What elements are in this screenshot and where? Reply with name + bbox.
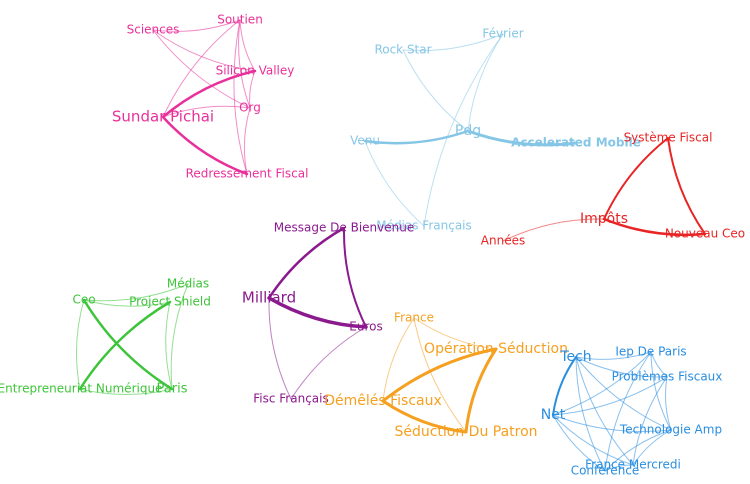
edge-soutien-redressement_fiscal (233, 19, 248, 175)
edge-ceo-medias (83, 283, 189, 302)
node-label-fisc-francais[interactable]: Fisc Français (253, 392, 329, 406)
edge-operation_seduction-demeles_fiscaux (381, 347, 498, 403)
edge-soutien-org (238, 19, 251, 109)
edge-silicon_valley-org (249, 70, 256, 109)
node-label-systeme-fiscal[interactable]: Système Fiscal (624, 131, 713, 145)
edge-sciences-org (152, 29, 251, 109)
edge-soutien-silicon_valley (239, 19, 256, 72)
node-label-impots[interactable]: Impôts (580, 211, 628, 227)
edge-org-redressement_fiscal (243, 107, 251, 175)
node-label-message-bienvenue[interactable]: Message De Bienvenue (274, 221, 414, 235)
node-label-accelerated-mobile[interactable]: Accelerated Mobile (511, 136, 641, 150)
edge-net-problemes_fiscaux (552, 376, 668, 416)
node-label-pdg[interactable]: Pdg (455, 123, 481, 139)
edge-operation_seduction-seduction_patron (464, 347, 498, 434)
node-label-seduction-patron[interactable]: Séduction Du Patron (394, 424, 537, 440)
node-label-sundar-pichai[interactable]: Sundar Pichai (112, 108, 214, 126)
node-label-iep-paris[interactable]: Iep De Paris (615, 345, 686, 359)
node-label-silicon-valley[interactable]: Silicon Valley (216, 64, 295, 78)
node-label-medias[interactable]: Médias (167, 277, 209, 291)
node-label-sciences[interactable]: Sciences (127, 23, 180, 37)
edge-euros-fisc_francais (290, 326, 367, 400)
edge-org-sundar_pichai (162, 105, 251, 118)
edge-ceo-paris (82, 298, 174, 391)
edge-tech-technologie_amp (575, 356, 672, 431)
edge-net-france_mercredi (552, 414, 634, 466)
edge-fevrier-medias_francais (423, 33, 504, 227)
node-label-conference[interactable]: Conference (571, 464, 640, 478)
edge-pdg-accelerated_mobile (466, 129, 578, 147)
node-label-ceo[interactable]: Ceo (72, 293, 95, 307)
edge-tech-net (552, 356, 577, 416)
node-label-euros[interactable]: Euros (349, 320, 382, 334)
node-label-net[interactable]: Net (541, 407, 566, 423)
edge-fevrier-pdg (467, 33, 504, 132)
edge-france-operation_seduction (413, 317, 497, 350)
edge-technologie_amp-conference (604, 429, 672, 472)
edge-silicon_valley-sundar_pichai (161, 69, 257, 119)
edge-sciences-soutien (152, 19, 241, 32)
edge-tech-conference (575, 356, 606, 472)
edge-demeles_fiscaux-seduction_patron (381, 399, 468, 434)
edge-project_shield-paris (165, 301, 173, 390)
edge-milliard-fisc_francais (268, 297, 292, 400)
edge-tech-iep_paris (575, 351, 652, 360)
edge-net-conference (552, 414, 606, 472)
edge-france-demeles_fiscaux (382, 317, 415, 402)
edge-sundar_pichai-redressement_fiscal (161, 115, 249, 176)
node-label-entrepreneuriat[interactable]: Entrepreneuriat Numérique (0, 382, 162, 396)
node-label-rock-star[interactable]: Rock Star (374, 43, 431, 57)
edge-impots-nouveau_ceo (602, 217, 707, 237)
edge-iep_paris-technologie_amp (650, 351, 672, 431)
edge-iep_paris-conference (604, 351, 652, 472)
edges-layer (75, 19, 707, 472)
node-label-technologie-amp[interactable]: Technologie Amp (619, 423, 722, 437)
edge-problemes_fiscaux-technologie_amp (665, 376, 672, 431)
node-label-fevrier[interactable]: Février (482, 27, 523, 41)
node-label-paris[interactable]: Paris (157, 382, 188, 397)
edge-entrepreneuriat-paris (79, 388, 173, 396)
edge-systeme_fiscal-nouveau_ceo (667, 137, 706, 235)
node-label-nouveau-ceo[interactable]: Nouveau Ceo (665, 227, 745, 241)
node-label-soutien[interactable]: Soutien (217, 13, 263, 27)
edge-iep_paris-problemes_fiscaux (650, 351, 668, 378)
edge-milliard-euros (267, 296, 368, 329)
edge-medias-paris (170, 283, 189, 390)
node-label-tech[interactable]: Tech (559, 349, 591, 365)
edge-message_bienvenue-euros (342, 227, 367, 328)
node-label-operation-seduction[interactable]: Opération Séduction (424, 341, 568, 357)
edge-france_mercredi-conference (604, 464, 634, 472)
node-label-venu[interactable]: Venu (350, 134, 380, 148)
node-label-france-mercredi[interactable]: France Mercredi (585, 458, 681, 472)
node-label-annees[interactable]: Années (481, 234, 525, 248)
edge-technologie_amp-france_mercredi (632, 429, 672, 466)
node-label-medias-francais[interactable]: Médias Français (376, 219, 472, 233)
edge-france-seduction_patron (413, 317, 467, 433)
edge-ceo-project_shield (83, 299, 171, 307)
node-label-france[interactable]: France (394, 311, 434, 325)
edge-systeme_fiscal-impots (603, 137, 669, 220)
edge-net-technologie_amp (552, 414, 672, 433)
edge-rock_star-fevrier (402, 33, 504, 52)
edge-message_bienvenue-milliard (267, 226, 346, 300)
edge-ceo-entrepreneuriat (75, 299, 85, 390)
node-label-problemes-fiscaux[interactable]: Problèmes Fiscaux (612, 370, 723, 384)
edge-venu-pdg (363, 129, 470, 145)
node-label-demeles-fiscaux[interactable]: Démêlés Fiscaux (324, 393, 442, 409)
edge-problemes_fiscaux-france_mercredi (632, 376, 668, 466)
node-label-milliard[interactable]: Milliard (242, 289, 296, 307)
edge-project_shield-entrepreneuriat (78, 300, 172, 391)
edge-rock_star-pdg (402, 49, 469, 132)
edge-soutien-sundar_pichai (162, 19, 241, 118)
node-label-org[interactable]: Org (239, 101, 261, 115)
edge-impots-annees (502, 218, 605, 242)
node-label-redressement-fiscal[interactable]: Redressement Fiscal (186, 167, 309, 181)
edge-tech-problemes_fiscaux (575, 356, 668, 378)
edge-venu-medias_francais (364, 140, 425, 227)
edge-net-iep_paris (552, 351, 652, 416)
node-label-project-shield[interactable]: Project Shield (129, 295, 211, 309)
